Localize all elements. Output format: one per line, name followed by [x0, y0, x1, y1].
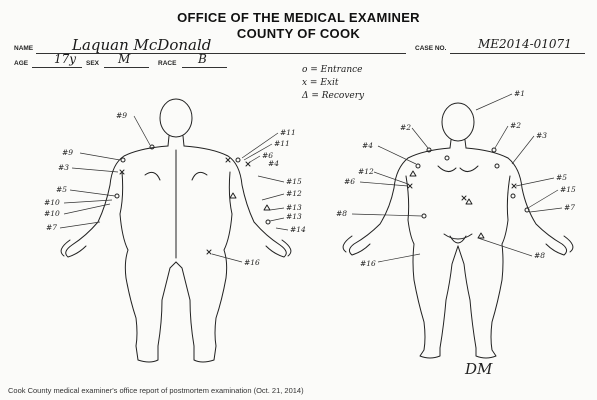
- back-label-11a: #11: [280, 128, 296, 137]
- back-label-10b: #10: [44, 209, 60, 218]
- back-label-16: #16: [244, 258, 260, 267]
- front-label-16: #16: [360, 259, 376, 268]
- back-label-11b: #11: [274, 139, 290, 148]
- front-label-12: #12: [358, 167, 374, 176]
- back-label-7: #7: [46, 223, 57, 232]
- front-label-3: #3: [536, 131, 547, 140]
- back-view-figure: [61, 99, 291, 362]
- front-label-5: #5: [556, 173, 567, 182]
- image-caption: Cook County medical examiner's office re…: [8, 386, 304, 395]
- back-label-13a: #13: [286, 203, 302, 212]
- back-label-13b: #13: [286, 212, 302, 221]
- front-label-2a: #2: [400, 123, 411, 132]
- examiner-initials: DM: [465, 360, 492, 378]
- back-label-4: #4: [268, 159, 279, 168]
- front-label-1: #1: [514, 89, 525, 98]
- front-label-4: #4: [362, 141, 373, 150]
- back-labels: #9 #9 #3 #5 #10 #10 #7 #11 #11 #6 #4 #15…: [44, 111, 306, 267]
- back-label-5: #5: [56, 185, 67, 194]
- back-label-9b: #9: [62, 148, 73, 157]
- front-label-6: #6: [344, 177, 355, 186]
- front-view-figure: [343, 103, 573, 358]
- front-label-8b: #8: [534, 251, 545, 260]
- front-label-2b: #2: [510, 121, 521, 130]
- front-label-8a: #8: [336, 209, 347, 218]
- front-label-15: #15: [560, 185, 576, 194]
- back-label-12: #12: [286, 189, 302, 198]
- front-labels: #1 #2 #2 #3 #4 #12 #6 #8 #16 #8 #5 #15 #…: [336, 89, 576, 268]
- back-label-15: #15: [286, 177, 302, 186]
- front-label-7: #7: [564, 203, 575, 212]
- back-label-10a: #10: [44, 198, 60, 207]
- back-label-9a: #9: [116, 111, 127, 120]
- back-label-3: #3: [58, 163, 69, 172]
- back-label-14: #14: [290, 225, 306, 234]
- leader-lines: [60, 94, 562, 262]
